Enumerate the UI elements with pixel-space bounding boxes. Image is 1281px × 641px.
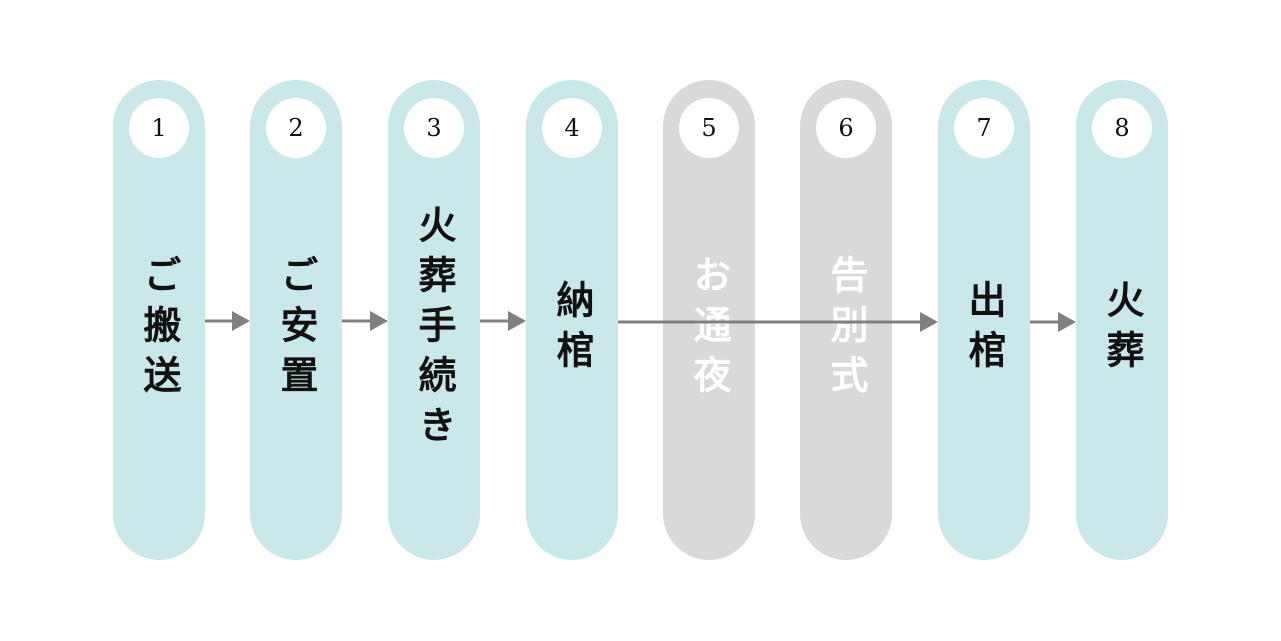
step-label-area: 火葬 xyxy=(1076,180,1168,480)
step-label-area: 出棺 xyxy=(938,180,1030,480)
arrow-1-to-2 xyxy=(205,311,250,331)
step-label-area: ご搬送 xyxy=(113,180,205,480)
step-6: 6 告別式 xyxy=(800,80,892,560)
step-label: 納棺 xyxy=(550,280,595,380)
step-number-badge: 2 xyxy=(266,98,326,158)
arrow-2-to-3 xyxy=(342,311,388,331)
step-8: 8 火葬 xyxy=(1076,80,1168,560)
step-label: ご搬送 xyxy=(137,255,182,405)
step-number-badge: 6 xyxy=(816,98,876,158)
step-number-badge: 7 xyxy=(954,98,1014,158)
step-1: 1 ご搬送 xyxy=(113,80,205,560)
step-7: 7 出棺 xyxy=(938,80,1030,560)
step-5: 5 お通夜 xyxy=(663,80,755,560)
step-number-badge: 5 xyxy=(679,98,739,158)
step-label-area: 納棺 xyxy=(526,180,618,480)
step-number-badge: 3 xyxy=(404,98,464,158)
step-label: 告別式 xyxy=(824,255,869,405)
step-3: 3 火葬手続き xyxy=(388,80,480,560)
step-label-area: ご安置 xyxy=(250,180,342,480)
step-label-area: 火葬手続き xyxy=(388,180,480,480)
step-2: 2 ご安置 xyxy=(250,80,342,560)
step-label: 火葬手続き xyxy=(412,205,457,455)
step-label: 火葬 xyxy=(1100,280,1145,380)
arrow-3-to-4 xyxy=(480,311,526,331)
step-number-badge: 8 xyxy=(1092,98,1152,158)
step-label: ご安置 xyxy=(274,255,319,405)
step-number-badge: 1 xyxy=(129,98,189,158)
step-label: お通夜 xyxy=(687,255,732,405)
arrow-7-to-8 xyxy=(1030,312,1076,332)
step-4: 4 納棺 xyxy=(526,80,618,560)
step-label-area: お通夜 xyxy=(663,180,755,480)
step-label: 出棺 xyxy=(962,280,1007,380)
step-label-area: 告別式 xyxy=(800,180,892,480)
step-number-badge: 4 xyxy=(542,98,602,158)
